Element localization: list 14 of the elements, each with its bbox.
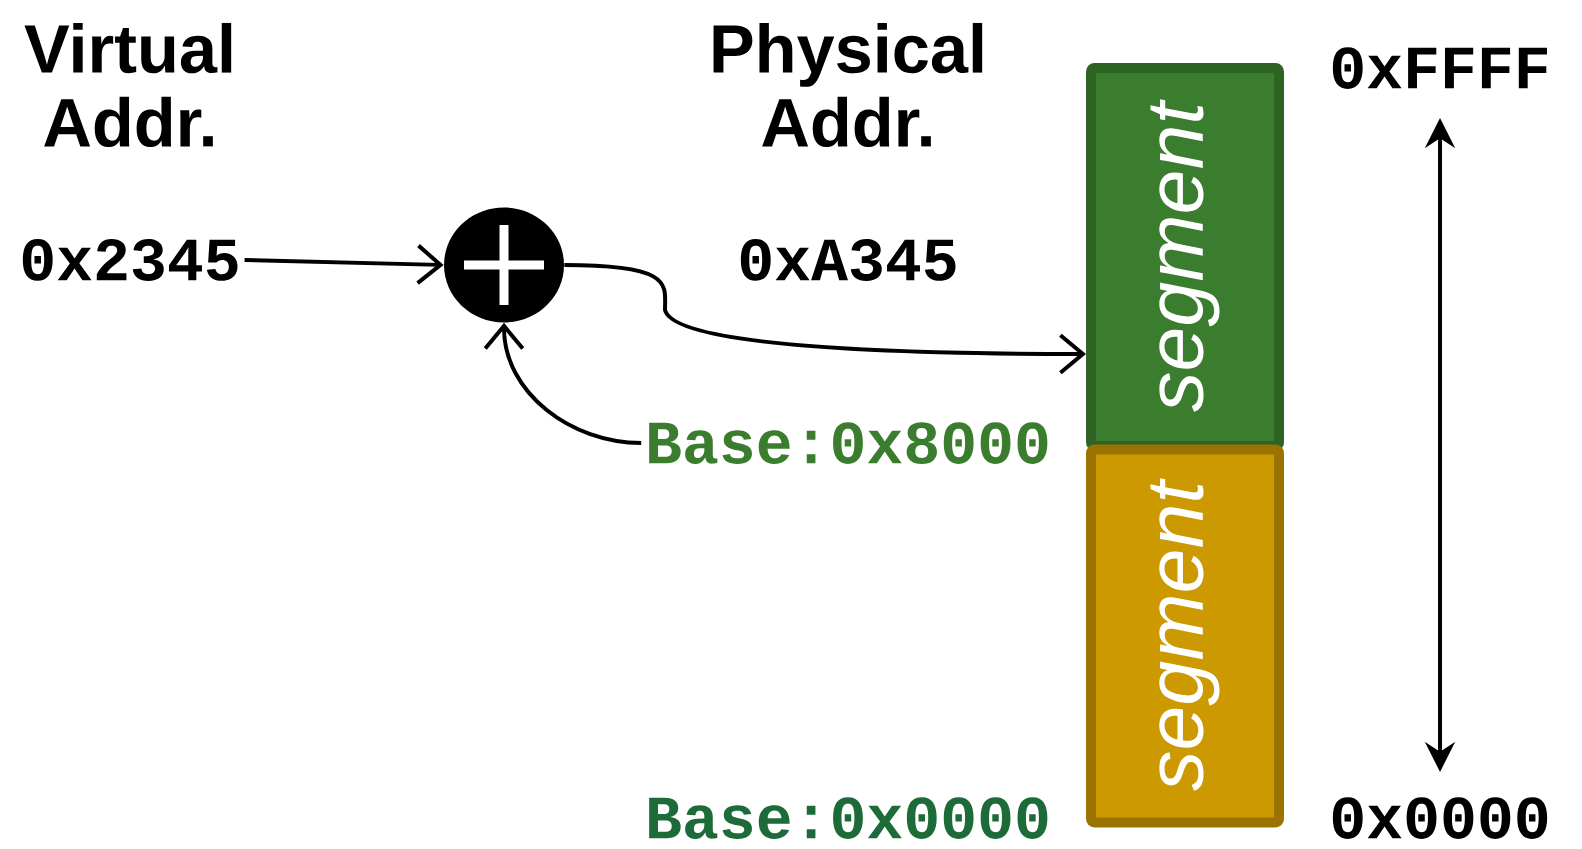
segment-block: segment	[1086, 444, 1284, 828]
address-text: 0xA345	[740, 239, 956, 281]
base-label: Base:0x8000	[649, 422, 1048, 464]
heading: Virtual Addr.	[24, 22, 232, 148]
arrow	[564, 263, 1087, 375]
heading: Physical Addr.	[713, 22, 983, 148]
address-text: 0xFFFF	[1332, 47, 1547, 89]
arrow	[483, 322, 642, 445]
segment-block: segment	[1086, 63, 1284, 451]
base-label: Base:0x0000	[649, 797, 1048, 839]
address-text: 0x0000	[1332, 797, 1548, 839]
adder-circle	[444, 207, 564, 323]
arrow	[244, 244, 444, 285]
value-text: 0x2345	[22, 239, 238, 281]
